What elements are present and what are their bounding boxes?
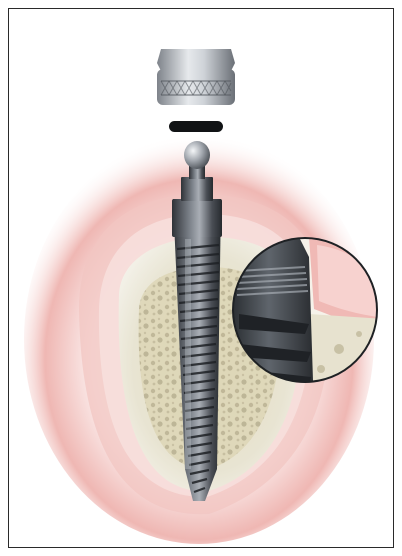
ball-head-abutment: [184, 141, 210, 169]
o-ring: [169, 121, 223, 132]
illustration-frame: [8, 8, 394, 548]
implant-illustration: [9, 9, 394, 548]
o-ring-cap-housing: [157, 49, 235, 105]
